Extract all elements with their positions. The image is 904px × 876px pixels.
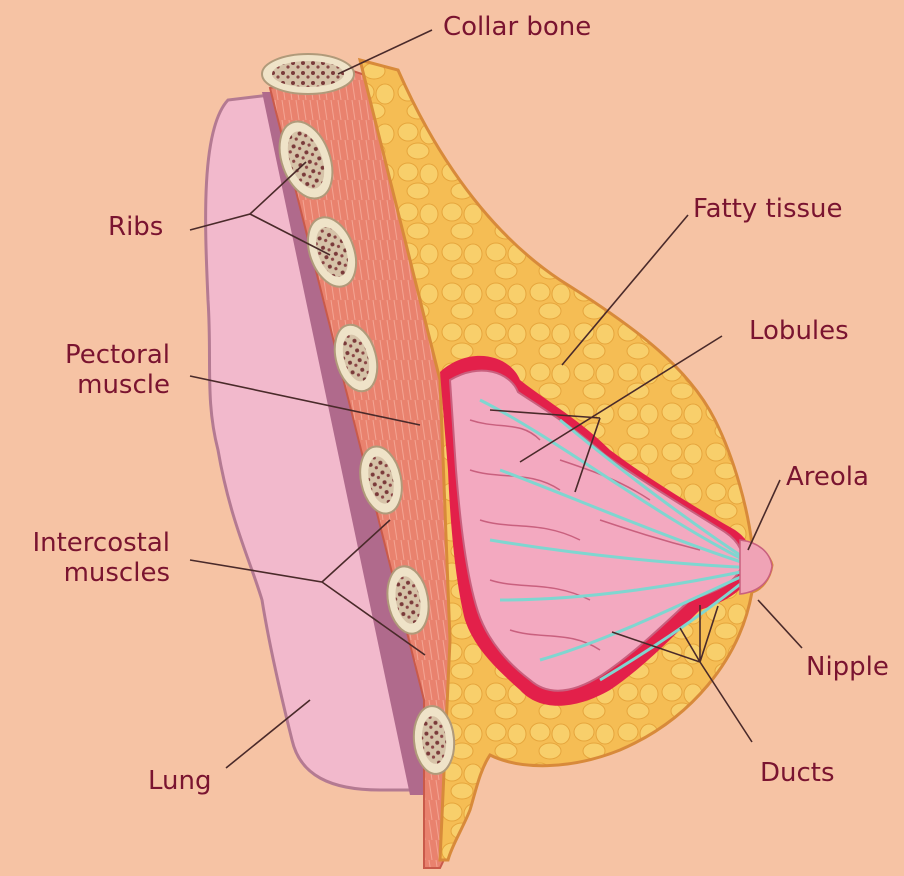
areola-leader — [748, 480, 780, 550]
collar-bone-shape — [262, 54, 354, 94]
intercostal-muscles-label: Intercostal muscles — [6, 528, 170, 588]
lung-label: Lung — [148, 766, 212, 796]
ducts-label: Ducts — [760, 758, 835, 788]
lobules-label: Lobules — [749, 316, 849, 346]
intercostal-muscles-label-line1: Intercostal — [6, 528, 170, 558]
nipple-leader — [758, 600, 802, 648]
nipple-shape — [740, 540, 772, 594]
collar-bone-label: Collar bone — [443, 12, 591, 42]
fatty-tissue-label: Fatty tissue — [693, 194, 843, 224]
pectoral-muscle-label-line1: Pectoral — [40, 340, 170, 370]
areola-label: Areola — [786, 462, 869, 492]
intercostal-muscles-label-line2: muscles — [6, 558, 170, 588]
ribs-label: Ribs — [108, 212, 163, 242]
nipple-label: Nipple — [806, 652, 889, 682]
pectoral-muscle-label-line2: muscle — [40, 370, 170, 400]
pectoral-muscle-label: Pectoral muscle — [40, 340, 170, 400]
